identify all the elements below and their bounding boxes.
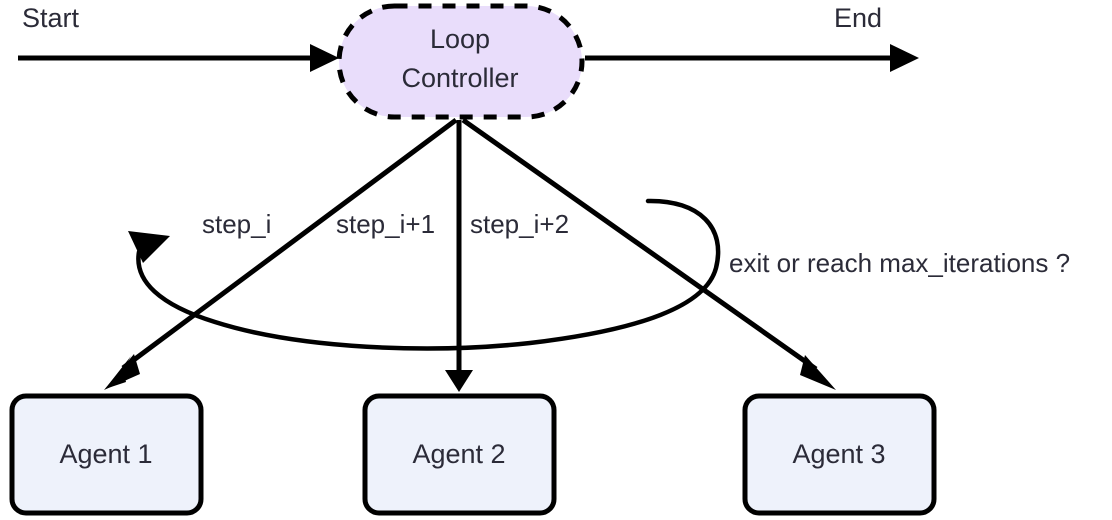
agent-3-node[interactable]: Agent 3 — [742, 393, 937, 516]
edge-label-step-1: step_i — [202, 209, 271, 239]
loopback-arrowhead-icon — [128, 231, 170, 263]
agent-1-node[interactable]: Agent 1 — [9, 393, 204, 516]
edge-label-step-2: step_i+1 — [336, 209, 435, 239]
edge-3-arrowhead-icon — [800, 355, 836, 390]
loop-controller-label-line2: Controller — [401, 63, 518, 93]
start-arrowhead-icon — [310, 44, 339, 72]
loopback-curve — [136, 198, 721, 351]
agent-2-node[interactable]: Agent 2 — [362, 393, 557, 516]
edge-3-line — [461, 117, 818, 372]
agent-2-label: Agent 2 — [412, 439, 505, 469]
edge-loopback — [128, 198, 721, 351]
edge-start-to-controller — [18, 44, 339, 72]
edge-controller-to-agent-1 — [104, 117, 458, 390]
edge-1-arrowhead-fill-icon — [104, 354, 140, 390]
edge-controller-to-end — [585, 44, 919, 72]
loop-controller-node[interactable]: Loop Controller — [336, 3, 585, 120]
end-arrowhead-icon — [890, 44, 919, 72]
agent-3-shape[interactable] — [742, 393, 937, 516]
edge-2-arrowhead-icon — [445, 370, 473, 392]
edge-label-loopback-condition: exit or reach max_iterations ? — [729, 248, 1070, 278]
loop-controller-label-line1: Loop — [430, 24, 490, 54]
end-label: End — [834, 3, 882, 33]
agent-1-label: Agent 1 — [59, 439, 152, 469]
edge-label-step-3: step_i+2 — [470, 209, 569, 239]
agent-3-label: Agent 3 — [792, 439, 885, 469]
edge-1-line — [121, 117, 458, 371]
agent-2-shape[interactable] — [362, 393, 557, 516]
agent-1-shape[interactable] — [9, 393, 204, 516]
start-label: Start — [22, 3, 80, 33]
edge-controller-to-agent-3 — [461, 117, 836, 390]
edge-controller-to-agent-2 — [445, 120, 473, 392]
loop-controller-shape[interactable] — [336, 3, 585, 120]
